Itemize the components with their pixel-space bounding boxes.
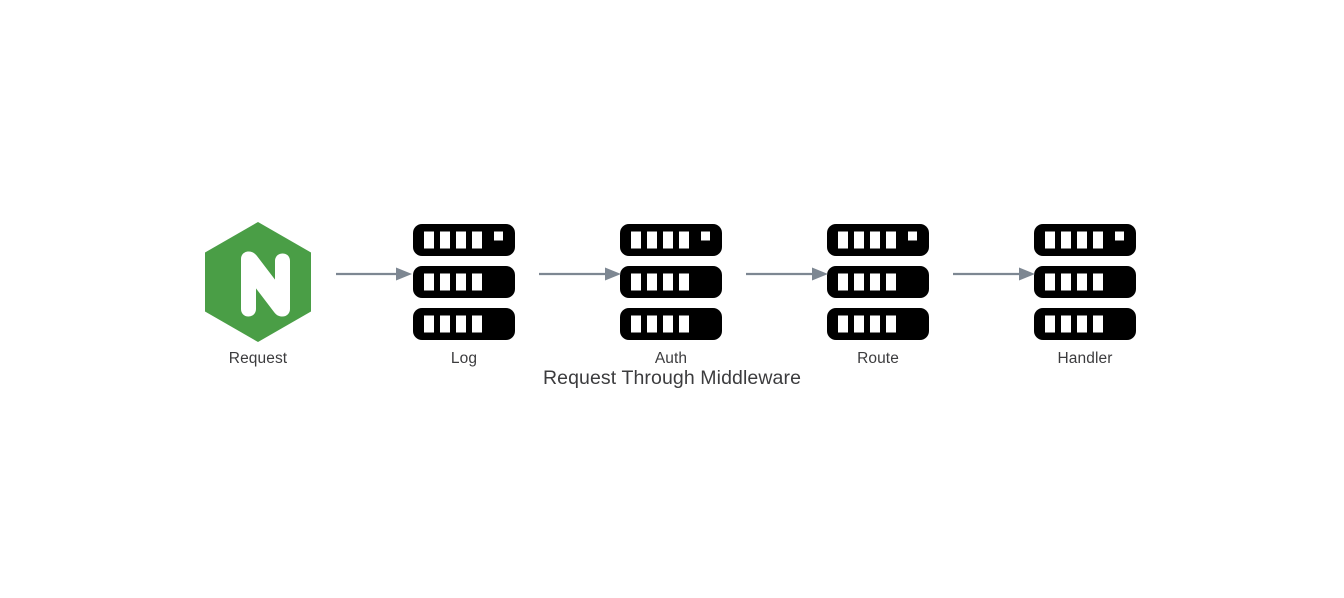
node-log-label: Log: [450, 350, 478, 367]
server-bar-top: [1034, 224, 1136, 256]
server-bar-middle: [620, 266, 722, 298]
server-bar-bottom: [413, 308, 515, 340]
node-request-graphic: [178, 222, 338, 342]
node-request-label: Request: [228, 350, 288, 367]
node-request[interactable]: Request: [178, 222, 338, 367]
server-bar-bottom: [827, 308, 929, 340]
node-auth-graphic: [591, 222, 751, 342]
node-auth[interactable]: Auth: [591, 222, 751, 367]
node-handler[interactable]: Handler: [1005, 222, 1165, 367]
server-bar-top: [827, 224, 929, 256]
status-led-icon: [701, 231, 710, 241]
server-bar-middle: [827, 266, 929, 298]
arrow-auth-to-route: [746, 265, 832, 283]
status-led-icon: [908, 231, 917, 241]
nginx-logo-icon: [205, 222, 311, 342]
node-log-graphic: [384, 222, 544, 342]
arrow-route-to-handler: [953, 265, 1039, 283]
server-stack-icon: [1034, 224, 1136, 340]
node-log[interactable]: Log: [384, 222, 544, 367]
node-auth-label: Auth: [654, 350, 688, 367]
node-handler-graphic: [1005, 222, 1165, 342]
status-led-icon: [1115, 231, 1124, 241]
server-bar-bottom: [620, 308, 722, 340]
server-bar-middle: [413, 266, 515, 298]
node-handler-label: Handler: [1057, 350, 1113, 367]
server-stack-icon: [827, 224, 929, 340]
arrow-request-to-log: [336, 265, 416, 283]
diagram-title: Request Through Middleware: [542, 367, 802, 389]
server-bar-top: [413, 224, 515, 256]
server-stack-icon: [620, 224, 722, 340]
server-bar-middle: [1034, 266, 1136, 298]
node-route-graphic: [798, 222, 958, 342]
arrow-log-to-auth: [539, 265, 625, 283]
node-route[interactable]: Route: [798, 222, 958, 367]
server-bar-bottom: [1034, 308, 1136, 340]
server-stack-icon: [413, 224, 515, 340]
node-route-label: Route: [857, 350, 899, 367]
status-led-icon: [494, 231, 503, 241]
server-bar-top: [620, 224, 722, 256]
